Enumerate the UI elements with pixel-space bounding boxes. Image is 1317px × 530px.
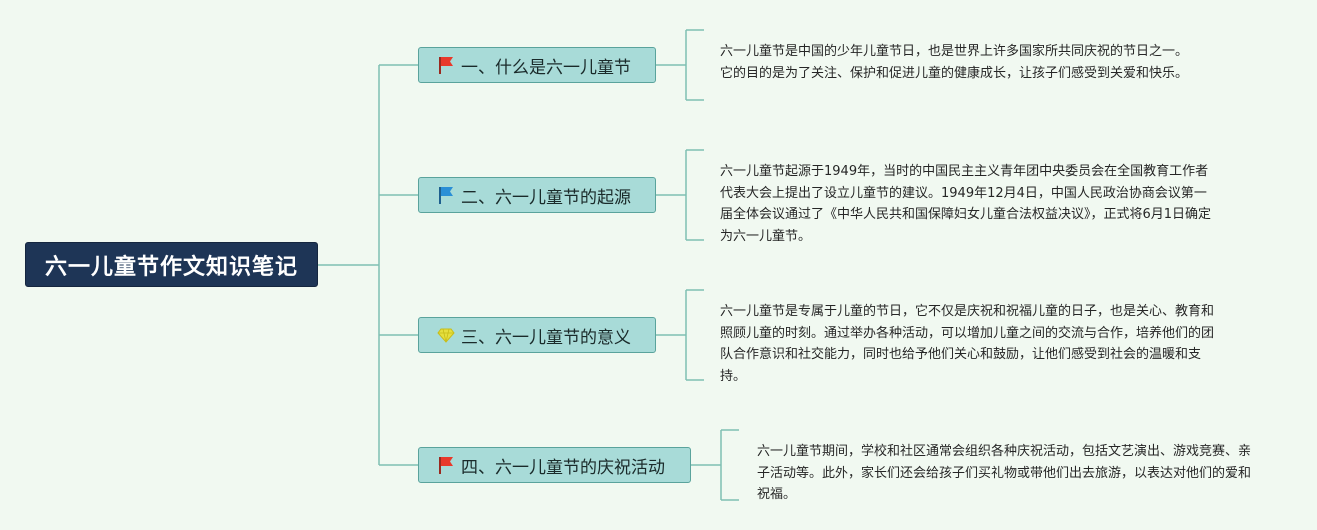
branch-topic-origin[interactable]: 二、六一儿童节的起源 xyxy=(418,177,656,213)
diamond-icon xyxy=(435,324,457,346)
branch-topic-activities[interactable]: 四、六一儿童节的庆祝活动 xyxy=(418,447,691,483)
note-meaning: 六一儿童节是专属于儿童的节日，它不仅是庆祝和祝福儿童的日子，也是关心、教育和照顾… xyxy=(720,304,1215,384)
note-origin: 六一儿童节起源于1949年，当时的中国民主主义青年团中央委员会在全国教育工作者代… xyxy=(720,164,1212,244)
branch-topic-meaning[interactable]: 三、六一儿童节的意义 xyxy=(418,317,656,353)
connector-note-4 xyxy=(691,429,739,501)
root-topic[interactable]: 六一儿童节作文知识笔记 xyxy=(25,242,318,287)
branch-label: 四、六一儿童节的庆祝活动 xyxy=(461,457,665,478)
connector-note-3 xyxy=(656,289,704,381)
branch-label: 一、什么是六一儿童节 xyxy=(461,57,631,78)
root-title: 六一儿童节作文知识笔记 xyxy=(44,254,298,280)
branch-label: 三、六一儿童节的意义 xyxy=(461,327,631,348)
connector-note-1 xyxy=(656,29,704,101)
branch-label: 二、六一儿童节的起源 xyxy=(461,187,631,208)
red-flag-icon xyxy=(435,454,457,476)
connector-note-2 xyxy=(656,149,704,241)
red-flag-icon xyxy=(435,54,457,76)
note-activities: 六一儿童节期间，学校和社区通常会组织各种庆祝活动，包括文艺演出、游戏竞赛、亲子活… xyxy=(757,444,1252,502)
note-what-is: 六一儿童节是中国的少年儿童节日，也是世界上许多国家所共同庆祝的节日之一。它的目的… xyxy=(720,44,1189,81)
blue-flag-icon xyxy=(435,184,457,206)
branch-topic-what-is[interactable]: 一、什么是六一儿童节 xyxy=(418,47,656,83)
